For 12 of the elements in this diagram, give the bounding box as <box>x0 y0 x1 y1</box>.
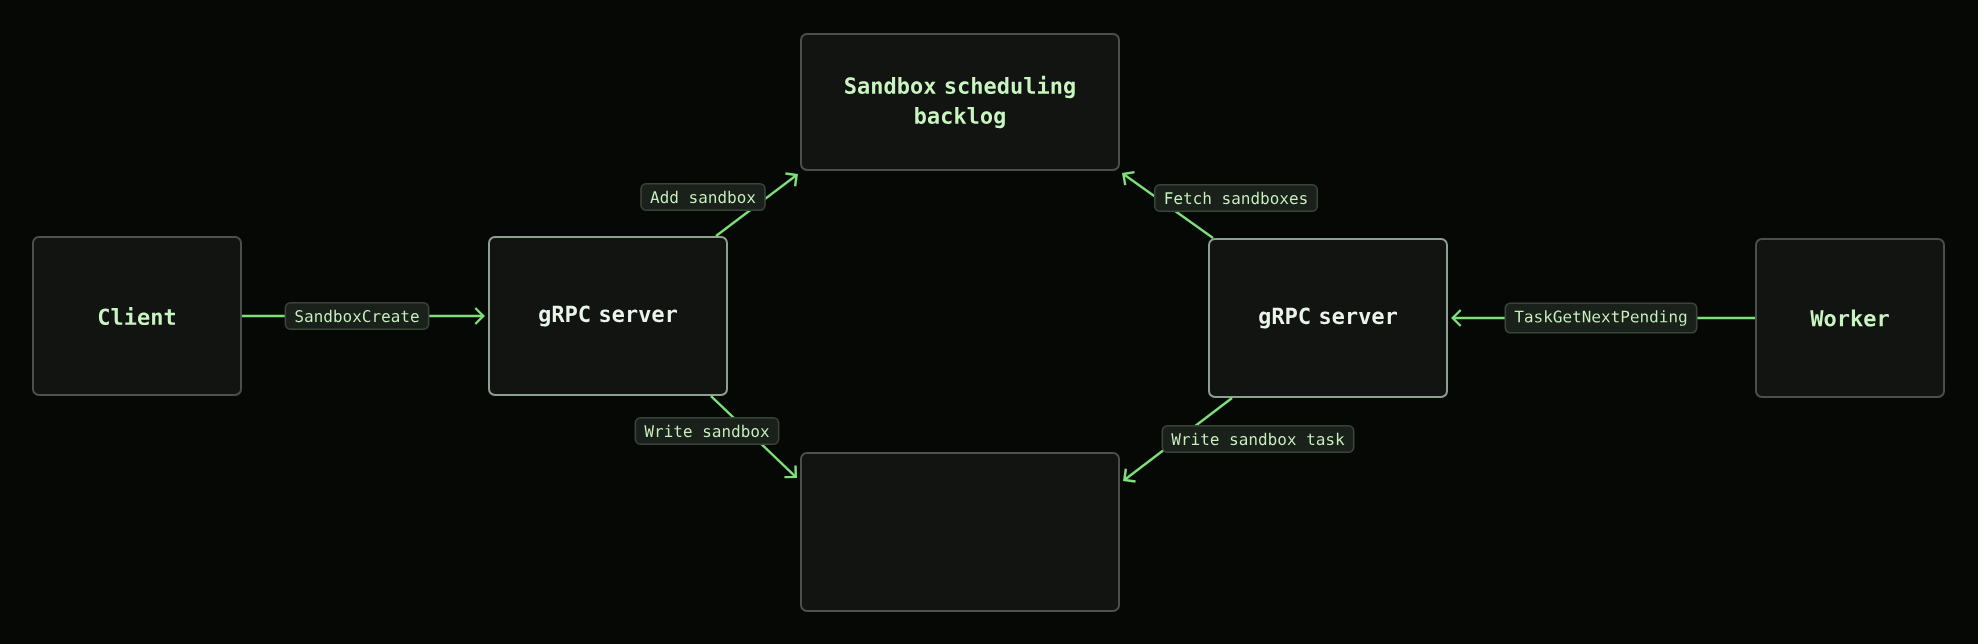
edge-label: Write sandbox task <box>1161 425 1355 453</box>
edge-label: TaskGetNextPending <box>1504 302 1698 334</box>
process-box: Sandbox scheduling backlog <box>800 33 1120 171</box>
edge-label: SandboxCreate <box>284 302 430 330</box>
edge-label: Add sandbox <box>640 183 766 211</box>
process-box <box>800 452 1120 612</box>
edge-label: Fetch sandboxes <box>1153 184 1319 212</box>
process-box: gRPC server <box>488 236 728 396</box>
process-box: gRPC server <box>1208 238 1448 398</box>
process-box: Client <box>32 236 242 396</box>
process-box: Worker <box>1755 238 1945 398</box>
edge-label: Write sandbox <box>634 417 780 445</box>
